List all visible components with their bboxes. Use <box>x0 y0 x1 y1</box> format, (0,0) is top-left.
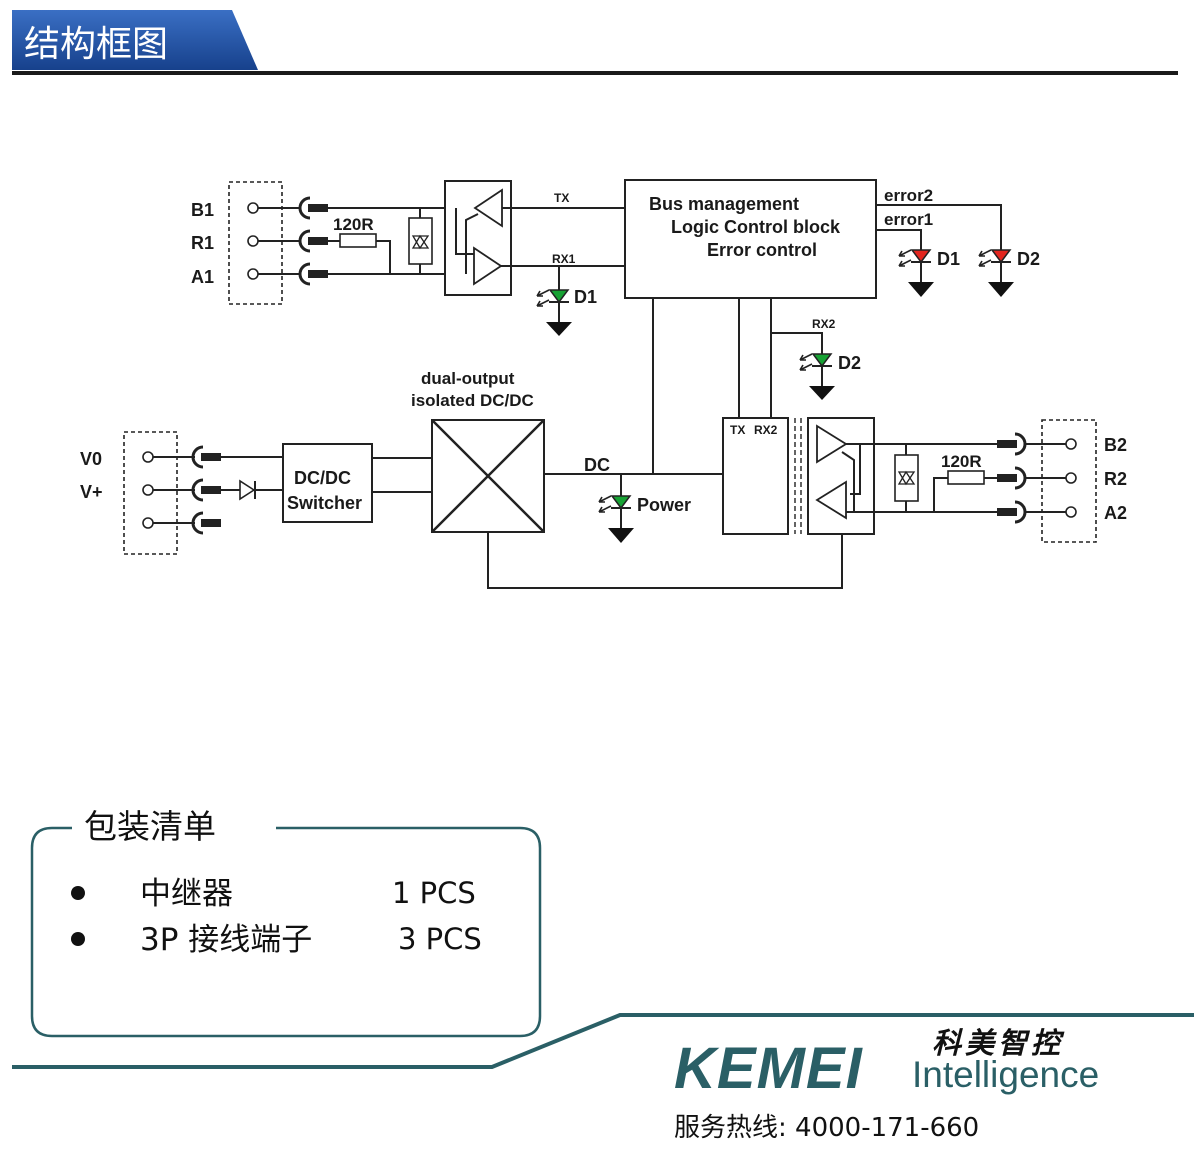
resistor-right-label: 120R <box>941 452 982 471</box>
led-d2-rx2 <box>799 353 835 400</box>
terminal-b1-label: B1 <box>191 200 214 220</box>
terminal-r2-label: R2 <box>1104 469 1127 489</box>
left-interface-wiring <box>328 207 466 275</box>
resistor-left-label: 120R <box>333 215 374 234</box>
led-d1-error-label: D1 <box>937 249 960 269</box>
led-d2-error <box>978 249 1014 297</box>
logic-line-3: Error control <box>707 240 817 260</box>
terminal-v0-label: V0 <box>80 449 102 469</box>
led-d2-rx2-label: D2 <box>838 353 861 373</box>
signal-rx1: RX1 <box>552 252 576 266</box>
packing-item-2-name: 3P 接线端子 <box>140 922 312 958</box>
right-terminal-block <box>1041 419 1097 543</box>
footer: KEMEI 科美智控 Intelligence 服务热线: 4000-171-6… <box>12 1013 1194 1143</box>
terminal-vplus-label: V+ <box>80 482 103 502</box>
packing-item-1-name: 中继器 <box>140 876 233 912</box>
power-label: Power <box>637 495 691 515</box>
left-terminal-block <box>228 181 283 305</box>
isolated-dcdc-cross <box>431 419 545 533</box>
terminal-a2-label: A2 <box>1104 503 1127 523</box>
led-d1-error <box>898 249 934 297</box>
isolation-barrier <box>794 418 802 534</box>
transceiver-right-drivers <box>815 424 1003 520</box>
transceiver-left-drivers <box>455 188 625 286</box>
packing-list-title: 包装清单 <box>84 807 216 846</box>
terminal-a1-label: A1 <box>191 267 214 287</box>
tvs-right <box>894 454 919 502</box>
led-d1-rx1 <box>536 266 572 336</box>
packing-list: 包装清单 中继器 1 PCS 3P 接线端子 3 PCS <box>30 807 542 1038</box>
dcdc-title-line-2: isolated DC/DC <box>411 391 534 410</box>
packing-item-1-qty: 1 PCS <box>392 876 476 910</box>
led-d2-error-label: D2 <box>1017 249 1040 269</box>
brand-chinese-name: 科美智控 <box>932 1026 1065 1060</box>
signal-tx: TX <box>554 191 569 205</box>
resistor-left <box>339 233 377 248</box>
isolator-block <box>722 417 789 535</box>
tvs-left <box>408 217 433 265</box>
footer-divider <box>12 1013 1194 1069</box>
led-power <box>598 474 634 543</box>
resistor-right <box>947 470 985 485</box>
logic-line-1: Bus management <box>649 194 799 214</box>
logic-line-2: Logic Control block <box>671 217 841 237</box>
terminal-b2-label: B2 <box>1104 435 1127 455</box>
left-terminal-screws <box>247 196 328 286</box>
page-title: 结构框图 <box>24 24 168 65</box>
packing-list-frame <box>30 826 542 1038</box>
brand-intelligence: Intelligence <box>912 1054 1099 1095</box>
error2-label: error2 <box>884 186 933 205</box>
service-hotline: 服务热线: 4000-171-660 <box>674 1113 979 1143</box>
right-interface-wiring <box>894 444 1003 512</box>
dc-label: DC <box>584 455 610 475</box>
error1-label: error1 <box>884 210 933 229</box>
input-diode <box>221 456 283 501</box>
terminal-r1-label: R1 <box>191 233 214 253</box>
packing-bullet-1 <box>71 886 85 900</box>
header-banner <box>12 10 258 70</box>
header-rule <box>12 71 1178 75</box>
brand-logo-kemei: KEMEI <box>674 1036 864 1101</box>
block-diagram: B1 R1 A1 120R <box>80 179 1127 589</box>
dcdc-switcher-block <box>282 443 373 523</box>
switcher-line-2: Switcher <box>287 493 362 513</box>
right-terminal-screws <box>997 432 1077 524</box>
dcdc-title-line-1: dual-output <box>421 369 515 388</box>
logic-control-block <box>624 179 877 299</box>
power-terminal-block <box>123 431 178 555</box>
packing-bullet-2 <box>71 932 85 946</box>
led-d1-rx1-label: D1 <box>574 287 597 307</box>
signal-rx2: RX2 <box>812 317 836 331</box>
packing-item-2-qty: 3 PCS <box>398 922 482 956</box>
switcher-line-1: DC/DC <box>294 468 351 488</box>
isolator-rx2-label: RX2 <box>754 423 778 437</box>
isolator-tx-label: TX <box>730 423 745 437</box>
header: 结构框图 <box>12 10 1178 75</box>
power-terminal-screws <box>142 445 221 535</box>
